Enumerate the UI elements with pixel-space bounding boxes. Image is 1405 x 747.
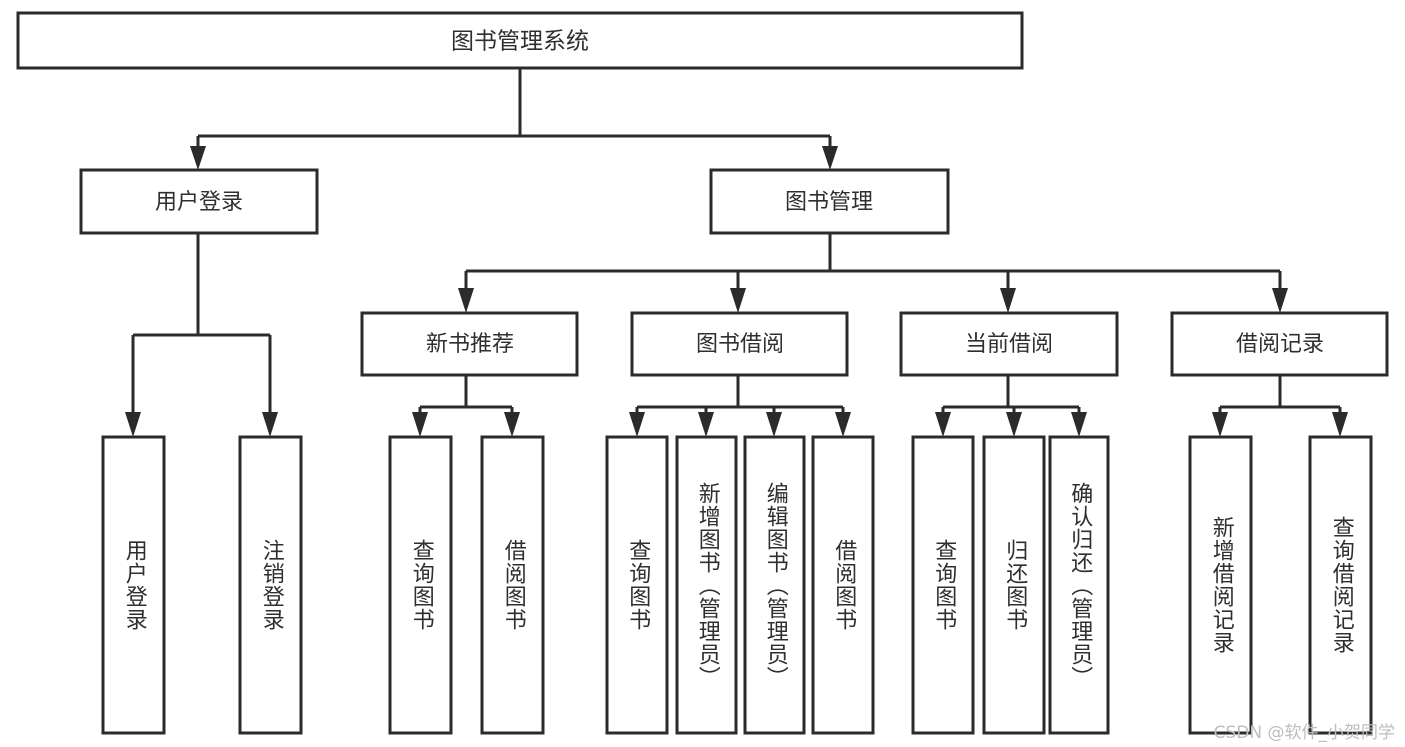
node-new-book-rec[interactable]: 新书推荐 <box>360 311 579 377</box>
node-borrow-record-box[interactable] <box>1170 311 1389 377</box>
node-new-book-rec-box[interactable] <box>360 311 579 377</box>
node-new-book-rec-label: 新书推荐 <box>426 332 514 357</box>
arrow-head-leaf-add-record <box>1212 412 1228 437</box>
arrow-head-leaf-borrow-book-1 <box>504 412 520 437</box>
connector-group-user-login <box>125 233 278 437</box>
node-leaf-add-book-box[interactable] <box>675 435 738 735</box>
node-leaf-edit-book-box[interactable] <box>743 435 806 735</box>
node-borrow-record-label: 借阅记录 <box>1236 332 1324 357</box>
connector-group-root <box>190 68 838 170</box>
arrow-head-current-borrow <box>1000 288 1016 313</box>
node-root-label: 图书管理系统 <box>451 29 589 55</box>
arrow-head-leaf-add-book <box>698 412 714 437</box>
node-leaf-query-book-1-box[interactable] <box>388 435 453 735</box>
node-leaf-query-record-box[interactable] <box>1308 435 1373 735</box>
node-current-borrow-label: 当前借阅 <box>965 332 1053 357</box>
arrow-head-book-manage <box>822 146 838 170</box>
node-root[interactable]: 图书管理系统 <box>16 11 1024 70</box>
arrow-head-user-login <box>190 146 206 170</box>
arrow-head-leaf-edit-book <box>766 412 782 437</box>
node-book-manage-label: 图书管理 <box>785 190 873 215</box>
node-book-borrow-box[interactable] <box>630 311 849 377</box>
node-leaf-query-book-2-box[interactable] <box>605 435 669 735</box>
arrow-head-leaf-logout-login <box>262 412 278 437</box>
arrow-head-leaf-user-login <box>125 412 141 437</box>
watermark-text: CSDN @软件_小贺同学 <box>1213 723 1395 743</box>
arrow-head-borrow-record <box>1272 288 1288 313</box>
arrow-head-leaf-return-book <box>1006 412 1022 437</box>
arrow-head-leaf-borrow-book-2 <box>835 412 851 437</box>
arrow-head-leaf-confirm-return <box>1071 412 1087 437</box>
connector-group-borrow-record <box>1212 375 1348 437</box>
node-user-login[interactable]: 用户登录 <box>79 168 319 235</box>
node-borrow-record[interactable]: 借阅记录 <box>1170 311 1389 377</box>
connector-group-book-borrow <box>629 375 851 437</box>
node-book-manage[interactable]: 图书管理 <box>709 168 950 235</box>
node-leaf-return-book-box[interactable] <box>982 435 1046 735</box>
node-leaf-borrow-book-1-box[interactable] <box>480 435 545 735</box>
arrow-head-leaf-query-book-3 <box>935 412 951 437</box>
arrow-head-book-borrow <box>730 288 746 313</box>
arrow-head-leaf-query-book-1 <box>412 412 428 437</box>
node-leaf-add-record-box[interactable] <box>1188 435 1253 735</box>
node-root-box[interactable] <box>16 11 1024 70</box>
node-leaf-query-book-3-box[interactable] <box>911 435 975 735</box>
node-user-login-label: 用户登录 <box>155 190 243 215</box>
node-book-manage-box[interactable] <box>709 168 950 235</box>
node-leaf-borrow-book-2-box[interactable] <box>811 435 875 735</box>
connector-group-book-manage <box>458 233 1288 313</box>
node-book-borrow[interactable]: 图书借阅 <box>630 311 849 377</box>
connector-group-new-book-rec <box>412 375 520 437</box>
connector-group-current-borrow <box>935 375 1087 437</box>
node-current-borrow-box[interactable] <box>899 311 1119 377</box>
arrow-head-leaf-query-record <box>1332 412 1348 437</box>
node-leaf-confirm-return-box[interactable] <box>1048 435 1110 735</box>
node-leaf-user-login-box[interactable] <box>101 435 166 735</box>
node-user-login-box[interactable] <box>79 168 319 235</box>
node-current-borrow[interactable]: 当前借阅 <box>899 311 1119 377</box>
node-book-borrow-label: 图书借阅 <box>696 332 784 357</box>
node-leaf-logout-login-box[interactable] <box>238 435 303 735</box>
arrow-head-leaf-query-book-2 <box>629 412 645 437</box>
arrow-head-new-book-rec <box>458 288 474 313</box>
